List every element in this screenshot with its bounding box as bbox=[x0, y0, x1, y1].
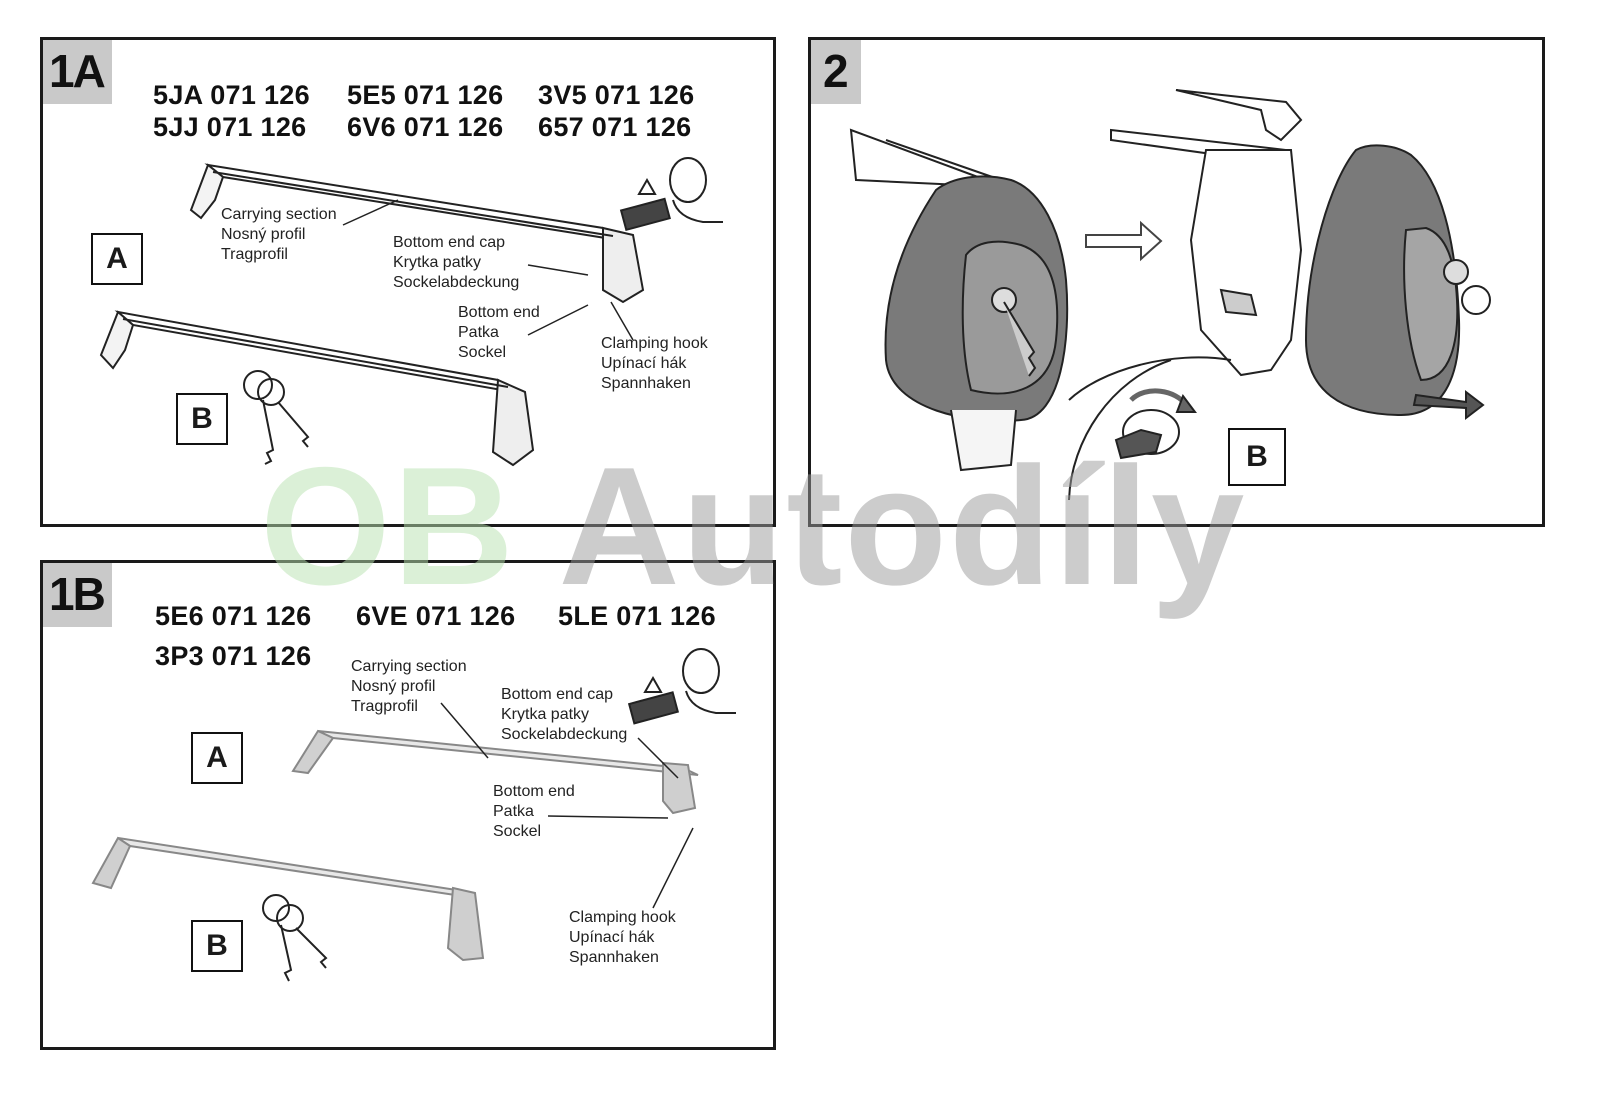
roof-bar-b bbox=[91, 836, 485, 962]
panel-tag-2: 2 bbox=[811, 40, 861, 104]
label-box-a: A bbox=[191, 732, 243, 784]
panel-1a: 1A 5JA 071 126 5E5 071 126 3V5 071 126 5… bbox=[40, 37, 776, 527]
part-code: 5E5 071 126 bbox=[347, 80, 504, 110]
roof-bar-a bbox=[189, 163, 645, 304]
label-box-b: B bbox=[191, 920, 243, 972]
part-code: 5LE 071 126 bbox=[558, 601, 716, 631]
detail-magnifier bbox=[1068, 356, 1232, 501]
part-code: 5E6 071 126 bbox=[155, 601, 312, 631]
direction-arrow-icon bbox=[1085, 220, 1163, 262]
keys-icon bbox=[243, 370, 310, 465]
keys-icon bbox=[262, 894, 328, 982]
bottom-end-label: Bottom end Patka Sockel bbox=[458, 304, 540, 361]
bottom-end-cap-label: Bottom end cap Krytka patky Sockelabdeck… bbox=[501, 686, 628, 743]
panel-2: 2 bbox=[808, 37, 1545, 527]
carrying-section-label: Carrying section Nosný profil Tragprofil bbox=[351, 658, 467, 715]
person-warning-icon bbox=[627, 648, 736, 725]
bottom-end-label: Bottom end Patka Sockel bbox=[493, 783, 575, 840]
panel-tag-1b: 1B bbox=[43, 563, 112, 627]
carrying-section-label: Carrying section Nosný profil Tragprofil bbox=[221, 206, 337, 263]
panel-tag-1a: 1A bbox=[43, 40, 112, 104]
roof-bar-a bbox=[291, 729, 699, 815]
person-warning-icon bbox=[619, 157, 723, 232]
removed-cap bbox=[1304, 144, 1491, 421]
part-code: 6V6 071 126 bbox=[347, 112, 504, 142]
clamping-hook-label: Clamping hook Upínací hák Spannhaken bbox=[569, 909, 676, 966]
roof-bars-illustration-1a bbox=[99, 157, 723, 467]
label-box-b: B bbox=[176, 393, 228, 445]
label-box-b: B bbox=[1228, 428, 1286, 486]
foot-with-cap bbox=[849, 128, 1069, 472]
roof-bars-illustration-1b bbox=[91, 648, 736, 982]
label-box-a: A bbox=[91, 233, 143, 285]
part-code: 657 071 126 bbox=[538, 112, 692, 142]
part-code: 6VE 071 126 bbox=[356, 601, 516, 631]
part-code: 5JA 071 126 bbox=[153, 80, 310, 110]
clamping-hook-label: Clamping hook Upínací hák Spannhaken bbox=[601, 335, 708, 392]
end-cap-removal-illustration bbox=[849, 89, 1491, 501]
part-code: 3P3 071 126 bbox=[155, 641, 312, 671]
roof-bar-b bbox=[99, 310, 535, 467]
part-code: 5JJ 071 126 bbox=[153, 112, 307, 142]
part-code: 3V5 071 126 bbox=[538, 80, 695, 110]
foot-without-cap bbox=[1110, 89, 1303, 377]
panel-1b: 1B 5E6 071 126 6VE 071 126 5LE 071 126 3… bbox=[40, 560, 776, 1050]
bottom-end-cap-label: Bottom end cap Krytka patky Sockelabdeck… bbox=[393, 234, 520, 291]
